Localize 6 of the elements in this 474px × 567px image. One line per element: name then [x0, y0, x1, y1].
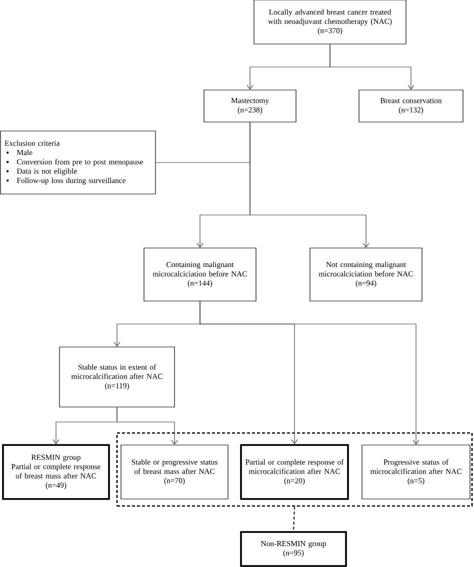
arrow: [330, 44, 414, 90]
connector-line: [292, 506, 296, 532]
group-box: [116, 432, 473, 507]
connector-line: [156, 122, 250, 163]
arrow: [116, 407, 178, 445]
arrow: [200, 301, 420, 445]
